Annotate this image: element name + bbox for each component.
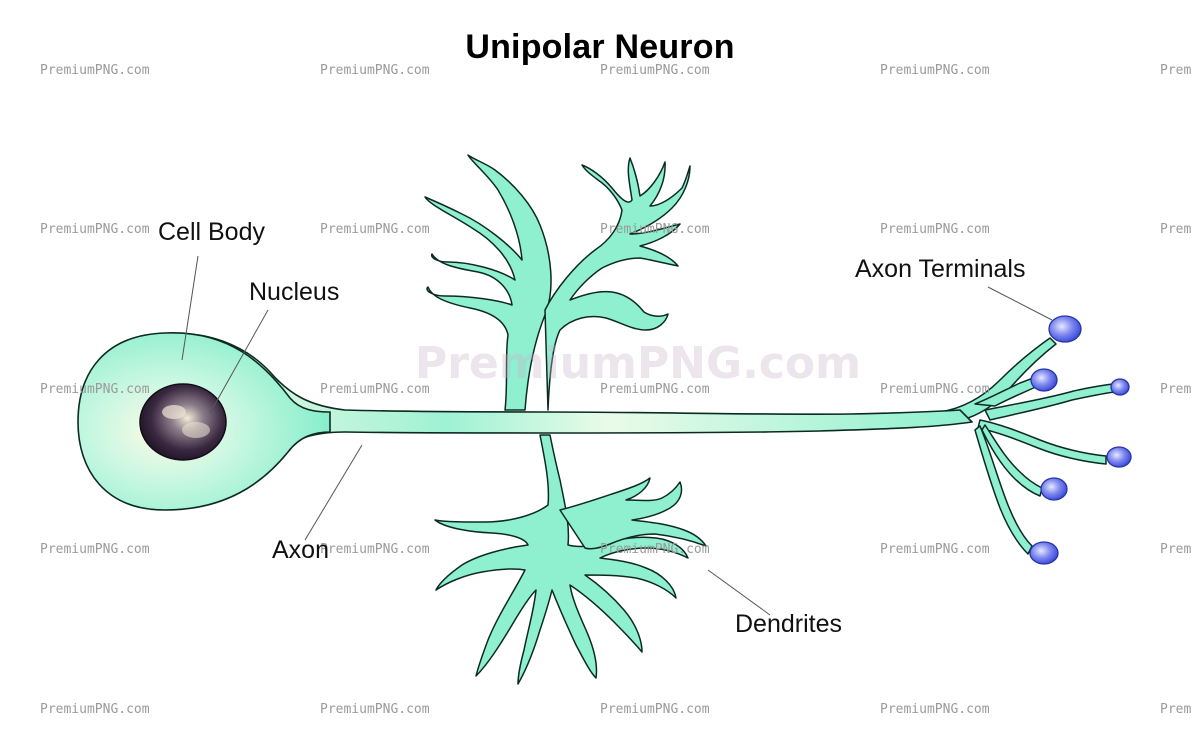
watermark-text: PremiumPNG.com <box>40 222 150 237</box>
leader-line-axon <box>304 444 363 541</box>
watermark-text: Prem <box>1160 542 1192 557</box>
watermark-text: PremiumPNG.com <box>40 63 150 78</box>
watermark-text: PremiumPNG.com <box>600 63 710 78</box>
label-dendrites: Dendrites <box>735 610 842 638</box>
terminal-button <box>1030 368 1058 392</box>
watermark-text: PremiumPNG.com <box>320 222 430 237</box>
terminal-button <box>1048 315 1082 343</box>
label-nucleus: Nucleus <box>249 278 340 306</box>
watermark-text: Prem <box>1160 382 1192 397</box>
watermark-text: PremiumPNG.com <box>880 222 990 237</box>
nucleus <box>139 383 227 461</box>
watermark-text: PremiumPNG.com <box>320 382 430 397</box>
terminal-button <box>1106 446 1132 468</box>
watermark-text: PremiumPNG.com <box>600 382 710 397</box>
watermark-text: PremiumPNG.com <box>880 542 990 557</box>
dendrite-tree-upper <box>424 154 691 411</box>
terminal-button <box>1040 477 1068 501</box>
watermark-text: PremiumPNG.com <box>600 542 710 557</box>
watermark-text: PremiumPNG.com <box>320 63 430 78</box>
watermark-text: Prem <box>1160 222 1192 237</box>
watermark-text: PremiumPNG.com <box>320 702 430 717</box>
watermark-text: PremiumPNG.com <box>40 382 150 397</box>
watermark-large: PremiumPNG.com <box>415 338 861 389</box>
terminal-button <box>1110 378 1130 396</box>
leader-lines <box>181 255 1053 616</box>
leader-line-cell-body <box>181 255 199 361</box>
dendrite-tree-lower <box>434 434 707 685</box>
axon-terminal-branches <box>939 337 1115 555</box>
axon <box>164 333 973 509</box>
terminal-button <box>1029 541 1059 565</box>
label-axon: Axon <box>272 536 329 564</box>
diagram-title: Unipolar Neuron <box>465 28 735 66</box>
watermark-text: Prem <box>1160 702 1192 717</box>
label-cell-body: Cell Body <box>158 218 265 246</box>
watermark-text: PremiumPNG.com <box>880 702 990 717</box>
watermark-text: PremiumPNG.com <box>40 702 150 717</box>
watermark-text: PremiumPNG.com <box>880 63 990 78</box>
watermark-text: PremiumPNG.com <box>600 702 710 717</box>
watermark-text: PremiumPNG.com <box>880 382 990 397</box>
watermark-text: PremiumPNG.com <box>320 542 430 557</box>
watermark-text: Prem <box>1160 63 1192 78</box>
axon-terminal-buttons <box>1029 315 1132 565</box>
leader-line-dendrites <box>707 569 771 616</box>
label-axon-terminals: Axon Terminals <box>855 255 1026 283</box>
watermark-text: PremiumPNG.com <box>40 542 150 557</box>
leader-line-nucleus <box>209 309 269 414</box>
watermark-text: PremiumPNG.com <box>600 222 710 237</box>
leader-line-axon-terminals <box>987 286 1053 321</box>
